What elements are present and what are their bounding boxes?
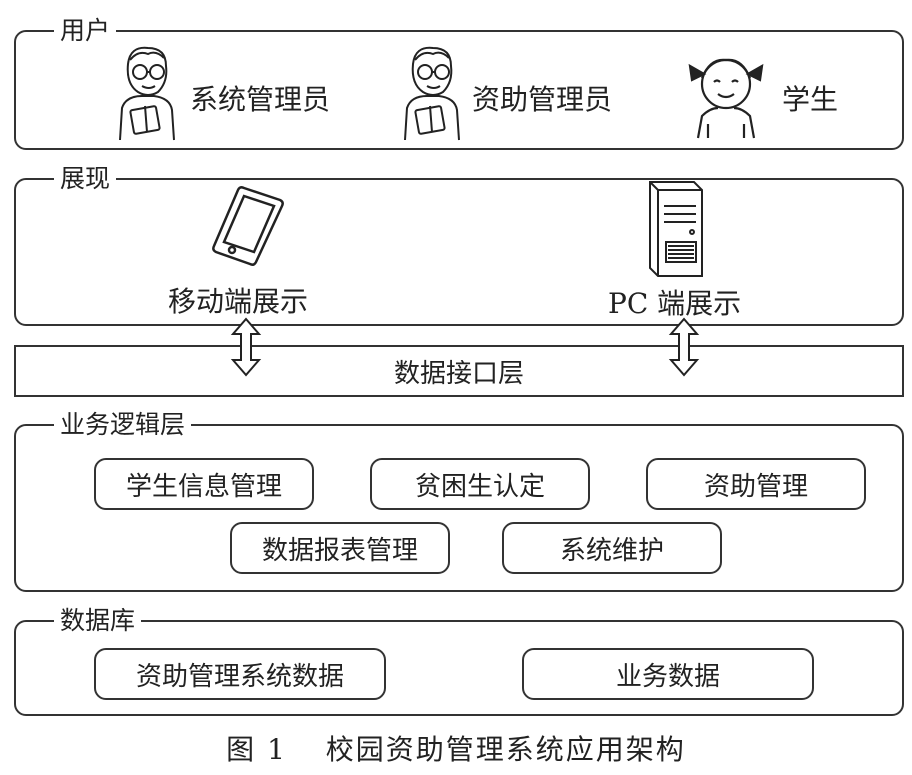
module-poverty-recognition: 贫困生认定 [370, 458, 590, 510]
double-arrow-icon [668, 317, 700, 377]
device-pc-label: PC 端展示 [608, 287, 742, 320]
actor-aid-admin-label: 资助管理员 [472, 83, 613, 116]
double-arrow-icon [230, 317, 262, 377]
figure-caption: 图 1 校园资助管理系统应用架构 [0, 728, 912, 768]
actor-student-label: 学生 [782, 83, 839, 116]
store-aid-system-data: 资助管理系统数据 [94, 648, 386, 700]
module-data-report: 数据报表管理 [230, 522, 450, 574]
presentation-layer-title: 展现 [54, 164, 117, 194]
device-mobile-label: 移动端展示 [168, 285, 309, 318]
desktop-tower-icon [649, 181, 703, 277]
actor-system-admin-label: 系统管理员 [190, 83, 331, 116]
module-system-maintenance: 系统维护 [502, 522, 722, 574]
student-girl-icon [688, 58, 764, 139]
data-interface-layer: 数据接口层 [14, 345, 904, 397]
teacher-with-book-icon [119, 46, 175, 141]
business-logic-layer-title: 业务逻辑层 [54, 410, 192, 440]
figure-title: 校园资助管理系统应用架构 [325, 733, 686, 766]
users-layer-title: 用户 [54, 16, 117, 46]
module-student-info: 学生信息管理 [94, 458, 314, 510]
data-interface-label: 数据接口层 [393, 358, 524, 389]
teacher-with-book-icon [404, 46, 460, 141]
figure-number: 图 1 [226, 733, 287, 766]
presentation-layer: 展现 [14, 164, 904, 326]
smartphone-icon [212, 186, 284, 266]
module-aid-management: 资助管理 [646, 458, 866, 510]
store-business-data: 业务数据 [522, 648, 814, 700]
database-layer-title: 数据库 [54, 606, 142, 636]
